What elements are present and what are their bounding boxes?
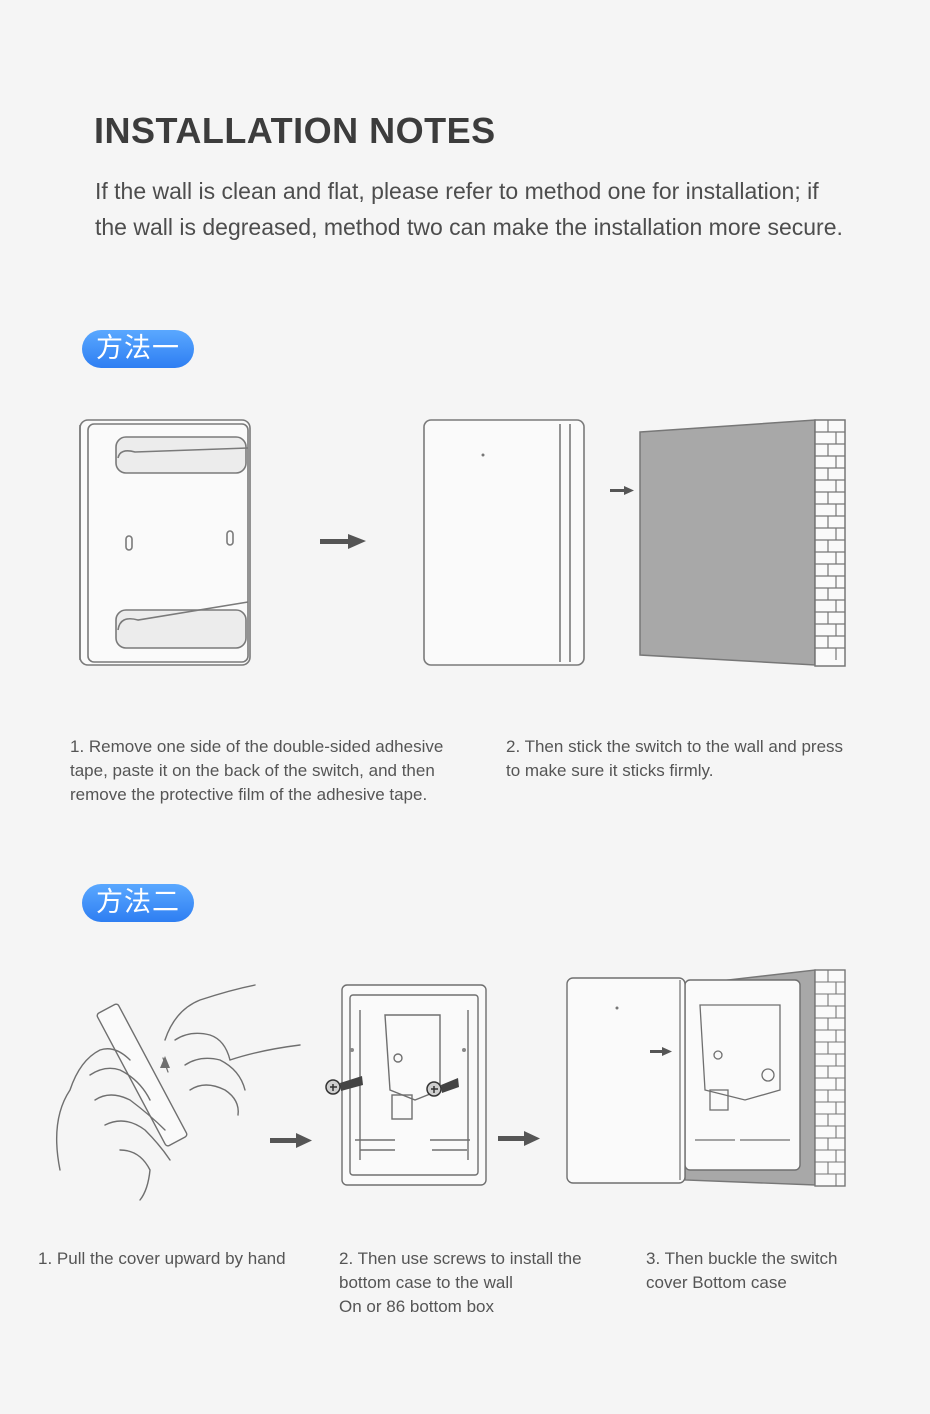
intro-text: If the wall is clean and flat, please re… [95, 178, 843, 240]
method-two-step-2-caption: 2. Then use screws to install the bottom… [339, 1249, 582, 1316]
bottom-case-illustration [341, 984, 487, 1186]
arrow-icon [498, 1131, 540, 1146]
page-title: INSTALLATION NOTES [94, 110, 496, 151]
arrow-icon [320, 534, 366, 549]
hands-illustration [56, 984, 301, 1201]
method-two-step-3-caption: 3. Then buckle the switch cover Bottom c… [646, 1249, 838, 1292]
screw-icon [325, 1076, 363, 1095]
method-one-step-1-caption: 1. Remove one side of the double-sided a… [70, 737, 444, 804]
method-two-badge: 方法二 [82, 884, 194, 922]
method-two-step-1-caption: 1. Pull the cover upward by hand [38, 1249, 286, 1268]
method-one-step-2-caption: 2. Then stick the switch to the wall and… [506, 737, 844, 780]
cover-on-case-illustration [566, 969, 846, 1187]
arrow-icon [650, 1047, 672, 1056]
switch-back-illustration [79, 419, 251, 666]
switch-front-illustration [423, 419, 585, 666]
method-one-illustrations [79, 419, 846, 667]
screw-icon [426, 1078, 459, 1097]
arrow-icon [610, 486, 634, 495]
method-one-badge: 方法一 [82, 330, 194, 368]
wall-illustration [639, 419, 846, 667]
method-two-illustrations [56, 969, 846, 1201]
arrow-icon [270, 1133, 312, 1148]
